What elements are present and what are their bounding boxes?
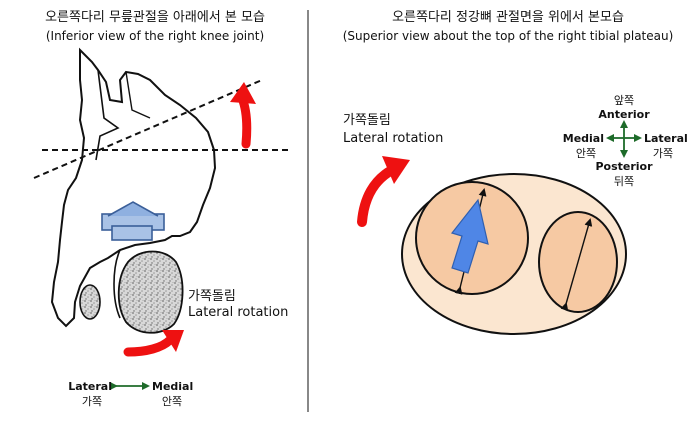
rotation-arrow-upper xyxy=(237,93,252,149)
compass-lateral-en: Lateral xyxy=(644,132,688,145)
compass-posterior-ko: 뒤쪽 xyxy=(614,175,634,188)
compass-medial-en: Medial xyxy=(563,132,604,145)
compass-medial-ko: 안쪽 xyxy=(576,147,596,160)
left-axis-lateral-ko: 가쪽 xyxy=(82,395,102,408)
left-panel: 오른쪽다리 무릎관절을 아래에서 본 모습 (Inferior view of … xyxy=(33,10,292,408)
blue-direction-arrow xyxy=(450,198,489,274)
patella-direction-marker xyxy=(101,201,165,241)
condyle-outline xyxy=(113,249,121,319)
fibula-head xyxy=(79,284,101,320)
left-axis-medial-en: Medial xyxy=(152,380,193,393)
left-title-en: (Inferior view of the right knee joint) xyxy=(46,29,264,43)
right-title-en: (Superior view about the top of the righ… xyxy=(343,29,674,43)
femur-fold-line xyxy=(95,69,120,161)
left-rotation-label-ko: 가쪽돌림 xyxy=(188,289,236,304)
right-title-ko: 오른쪽다리 정강뼈 관절면을 위에서 본모습 xyxy=(392,10,624,25)
compass-posterior-en: Posterior xyxy=(595,160,653,173)
left-axis-medial-ko: 안쪽 xyxy=(162,395,182,408)
lateral-diameter-arrow xyxy=(560,218,593,311)
femur-ridge-line xyxy=(125,71,151,119)
compass-anterior-ko: 앞쪽 xyxy=(614,94,634,107)
left-rotation-label-en: Lateral rotation xyxy=(188,305,288,320)
compass-lateral-ko: 가쪽 xyxy=(653,147,673,160)
right-rotation-arrow xyxy=(357,165,397,227)
rotation-arrowhead-upper xyxy=(230,82,256,104)
dashed-rotated-line xyxy=(33,79,263,179)
compass-anterior-en: Anterior xyxy=(598,108,650,121)
tibial-condyle xyxy=(117,250,184,334)
right-rotation-label-en: Lateral rotation xyxy=(343,131,443,146)
rotation-arrowhead-lower xyxy=(162,330,184,352)
right-rotation-label-ko: 가쪽돌림 xyxy=(343,113,391,128)
femur-outline xyxy=(50,47,217,328)
right-panel: 오른쪽다리 정강뼈 관절면을 위에서 본모습 (Superior view ab… xyxy=(343,10,688,335)
right-rotation-arrowhead xyxy=(382,156,410,184)
orientation-compass: 앞쪽 Anterior Posterior 뒤쪽 Medial 안쪽 Later… xyxy=(563,94,688,188)
left-title-ko: 오른쪽다리 무릎관절을 아래에서 본 모습 xyxy=(45,10,265,25)
rotation-arrow-lower xyxy=(123,335,175,357)
left-axis-lateral-en: Lateral xyxy=(68,380,112,393)
